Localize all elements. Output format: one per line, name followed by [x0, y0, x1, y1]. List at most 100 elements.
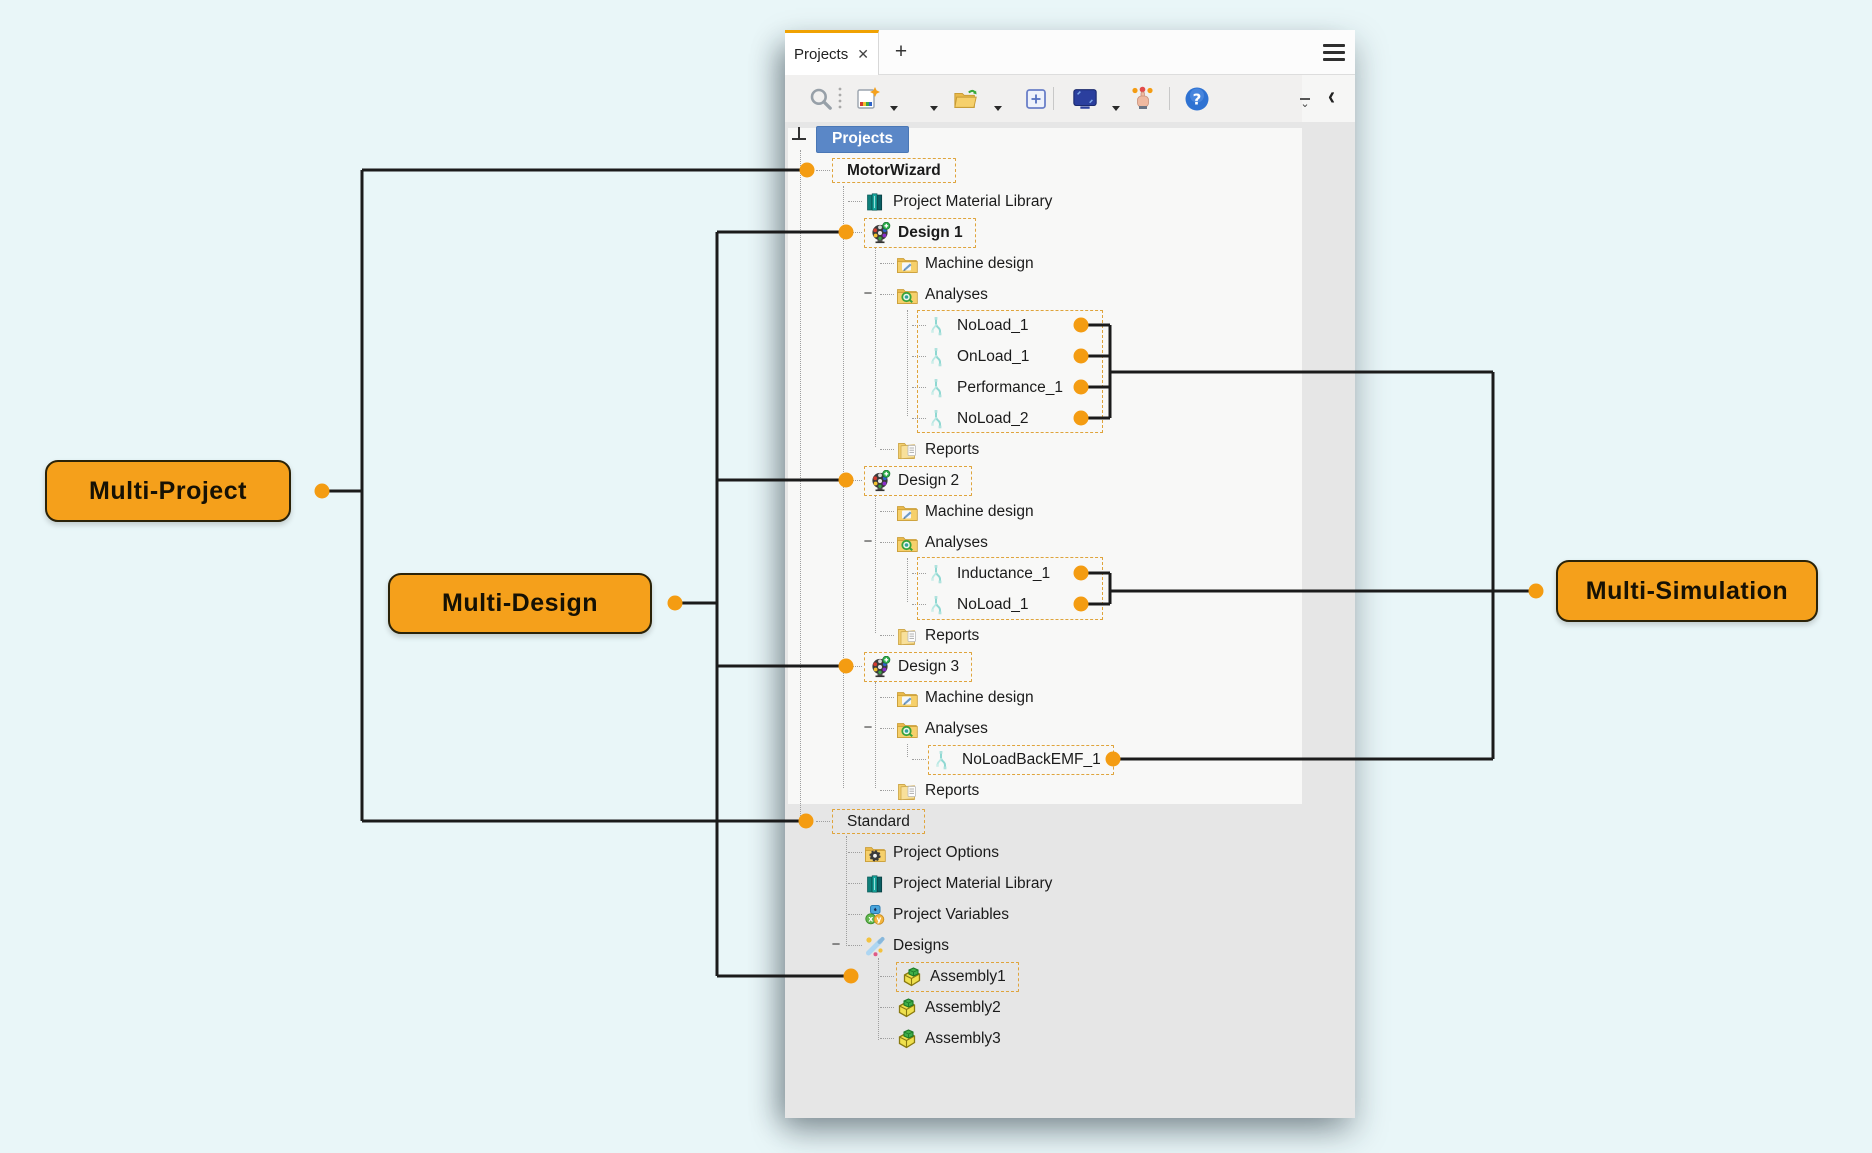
callout-multi-simulation: Multi-Simulation [1556, 560, 1818, 622]
tree-root-glyph [792, 127, 806, 143]
design-icon [869, 655, 891, 678]
collapse-toggle-icon[interactable]: − [863, 719, 873, 736]
tree-item-designs[interactable]: −Designs [790, 930, 1300, 961]
tree-item-design-3[interactable]: Design 3 [790, 651, 1300, 682]
analyses-icon [896, 718, 918, 740]
tree-branch-stub [880, 511, 894, 512]
callout-multi-simulation-label: Multi-Simulation [1585, 576, 1789, 605]
tree-item-label: MotorWizard [847, 161, 941, 179]
tree-item-machine-design[interactable]: Machine design [790, 496, 1300, 527]
new-project-icon[interactable] [855, 86, 881, 112]
tree-branch-stub [880, 449, 894, 450]
tree-item-project-options[interactable]: Project Options [790, 837, 1300, 868]
tab-projects[interactable]: Projects ✕ [785, 30, 879, 75]
analysis-icon [928, 594, 950, 616]
tab-close-icon[interactable]: ✕ [857, 46, 869, 62]
collapse-toggle-icon[interactable]: − [863, 533, 873, 550]
assembly-icon [901, 966, 923, 988]
tree-item-analyses[interactable]: −Analyses [790, 713, 1300, 744]
tree-branch-stub [848, 852, 862, 853]
tree-branch-stub [848, 480, 862, 481]
tree-item-label: Assembly2 [925, 998, 1001, 1016]
dropdown-caret[interactable] [928, 95, 940, 121]
tree-item-reports[interactable]: Reports [790, 775, 1300, 806]
collapse-panel-icon[interactable]: ‹ [1328, 82, 1335, 111]
tree-item-standard[interactable]: Standard [790, 806, 1300, 837]
new-tab-button[interactable]: + [894, 40, 908, 63]
tree-item-noloadbackemf-1[interactable]: NoLoadBackEMF_1 [790, 744, 1300, 775]
tree-item-label: Design 3 [898, 657, 960, 675]
hamburger-menu-icon[interactable] [1323, 44, 1345, 61]
tree-item-noload-2[interactable]: NoLoad_2 [790, 403, 1300, 434]
tree-item-assembly1[interactable]: Assembly1 [790, 961, 1300, 992]
tree-item-label: Project Options [893, 843, 999, 861]
tree-item-motorwizard[interactable]: MotorWizard [790, 155, 1300, 186]
share-icon[interactable] [1130, 86, 1156, 112]
toolbar-divider [1053, 87, 1054, 110]
tree-item-label: NoLoad_1 [957, 316, 1029, 334]
tree-branch-stub [880, 790, 894, 791]
expand-icon[interactable] [1023, 86, 1049, 112]
dropdown-caret[interactable] [888, 95, 900, 121]
collapse-toggle-icon[interactable]: − [863, 285, 873, 302]
display-icon[interactable] [1072, 86, 1098, 112]
tree-item-analyses[interactable]: −Analyses [790, 279, 1300, 310]
tree-item-label: NoLoad_2 [957, 409, 1029, 427]
annotation-dot [667, 595, 683, 611]
tree-branch-stub [912, 356, 926, 357]
collapse-toggle-icon[interactable]: − [831, 936, 841, 953]
callout-multi-design: Multi-Design [388, 573, 652, 634]
tree-item-machine-design[interactable]: Machine design [790, 248, 1300, 279]
tree-item-assembly2[interactable]: Assembly2 [790, 992, 1300, 1023]
tree-item-label: Machine design [925, 502, 1034, 520]
tree-item-assembly3[interactable]: Assembly3 [790, 1023, 1300, 1054]
tree-item-design-1[interactable]: Design 1 [790, 217, 1300, 248]
analysis-icon [933, 749, 955, 771]
tree-item-noload-1[interactable]: NoLoad_1 [790, 310, 1300, 341]
tree-branch-stub [848, 945, 862, 946]
search-icon[interactable] [808, 86, 834, 112]
tree-item-label: Inductance_1 [957, 564, 1051, 582]
material-library-icon [864, 873, 886, 895]
tree-item-machine-design[interactable]: Machine design [790, 682, 1300, 713]
tree-item-analyses[interactable]: −Analyses [790, 527, 1300, 558]
tree-item-project-material-library[interactable]: Project Material Library [790, 868, 1300, 899]
tree-item-performance-1[interactable]: Performance_1 [790, 372, 1300, 403]
tab-projects-label: Projects [794, 45, 849, 63]
tree-branch-stub [880, 294, 894, 295]
annotation-dot [1528, 583, 1544, 599]
tree-branch-stub [848, 914, 862, 915]
tree-item-label: Assembly1 [930, 967, 1006, 985]
tree-branch-stub [848, 883, 862, 884]
tree-branch-stub [912, 325, 926, 326]
toolbar: ? [785, 75, 1302, 122]
tree-item-reports[interactable]: Reports [790, 434, 1300, 465]
tree-branch-stub [880, 1038, 894, 1039]
designs-icon [864, 935, 886, 957]
tree-item-design-2[interactable]: Design 2 [790, 465, 1300, 496]
tree-item-label: Reports [925, 781, 980, 799]
tree-item-label: Projects [816, 126, 910, 153]
dropdown-caret[interactable] [992, 95, 1004, 121]
toolbar-overflow-icon[interactable]: ⌄ [1300, 97, 1310, 110]
tree-item-projects[interactable]: Projects [790, 124, 1300, 155]
tree-item-reports[interactable]: Reports [790, 620, 1300, 651]
tree-item-inductance-1[interactable]: Inductance_1 [790, 558, 1300, 589]
callout-multi-project-label: Multi-Project [89, 476, 247, 505]
tree-branch-stub [816, 170, 830, 171]
tree-branch-stub [880, 728, 894, 729]
grip-handle [836, 86, 844, 112]
tree-branch-stub [912, 759, 926, 760]
help-icon[interactable]: ? [1184, 86, 1210, 112]
tree-item-onload-1[interactable]: OnLoad_1 [790, 341, 1300, 372]
analysis-icon [928, 346, 950, 368]
tree-item-project-material-library[interactable]: Project Material Library [790, 186, 1300, 217]
design-icon [869, 221, 891, 244]
open-project-icon[interactable] [953, 86, 979, 112]
tree-item-noload-1[interactable]: NoLoad_1 [790, 589, 1300, 620]
machine-design-icon [896, 253, 918, 275]
dropdown-caret[interactable] [1110, 95, 1122, 121]
